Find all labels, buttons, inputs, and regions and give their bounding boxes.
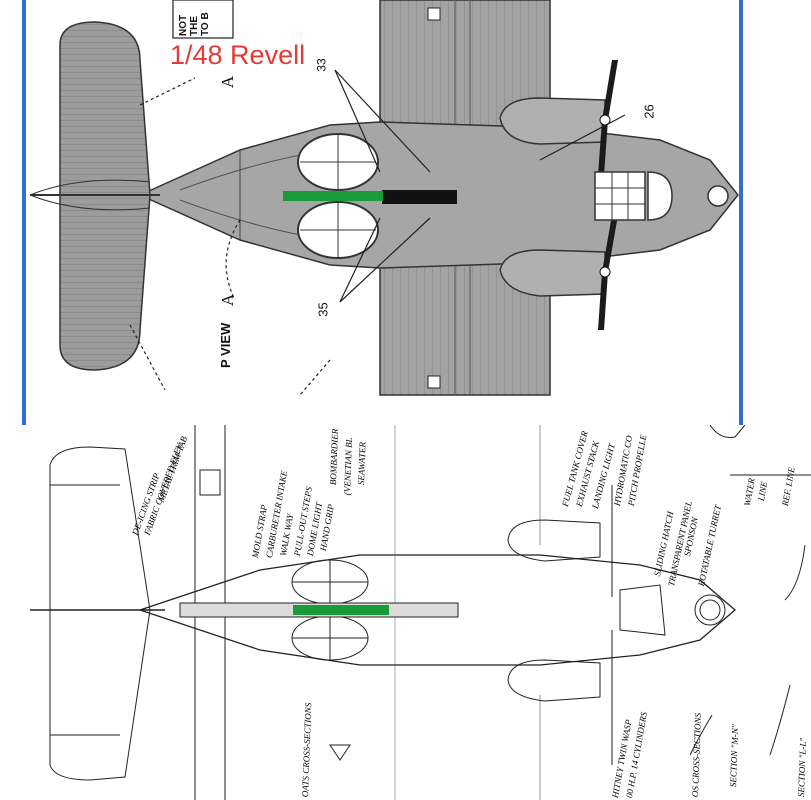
note-box xyxy=(172,0,234,39)
note-line-3: TO B xyxy=(200,12,211,36)
scale-label: 1/48 Revell xyxy=(170,40,306,70)
black-strap xyxy=(382,190,457,204)
label-venetian-bl: (VENETIAN BL xyxy=(342,437,355,496)
cockpit-glazing xyxy=(594,171,729,221)
label-line: LINE xyxy=(756,480,770,502)
label-oats-cross-sections: OATS CROSS-SECTIONS xyxy=(300,702,314,798)
blue-border-right xyxy=(739,0,743,425)
label-os-cross-sections: OS CROSS-SECTIONS xyxy=(690,712,703,798)
waist-blisters xyxy=(297,133,379,259)
propellers xyxy=(598,60,618,330)
top-diagram-panel: 8 8 xyxy=(22,0,743,425)
bottom-diagram-svg xyxy=(30,425,811,800)
view-label: P VIEW xyxy=(218,322,233,368)
engine-nacelles xyxy=(499,97,606,297)
note-box-text: NOT THE TO B xyxy=(178,0,214,36)
label-bombardier: BOMBARDIER xyxy=(328,428,340,486)
label-water: WATER xyxy=(742,477,757,507)
callout-lines xyxy=(129,69,626,396)
blue-border-left xyxy=(22,0,26,425)
label-section-mn: SECTION "M-N" xyxy=(728,724,741,788)
section-marker-a-bottom: A xyxy=(218,293,238,307)
green-marker-bottom xyxy=(293,605,389,615)
label-ref-line: REF. LINE xyxy=(780,466,797,507)
section-marker-a-top: A xyxy=(218,75,238,89)
horizontal-tail xyxy=(29,21,160,371)
label-metal-trim-tab: METAL TRIM-TAB xyxy=(156,434,190,504)
bottom-diagram-panel: DE-ICING STRIP FABRIC COVERED ELEV. META… xyxy=(0,425,811,800)
callout-35: 35 xyxy=(315,302,331,317)
bottom-labels: DE-ICING STRIP FABRIC COVERED ELEV. META… xyxy=(0,425,811,800)
label-seawater: SEAWATER xyxy=(356,441,368,486)
note-line-2: THE xyxy=(189,16,200,36)
callout-26: 26 xyxy=(641,104,657,119)
note-line-1: NOT xyxy=(178,14,189,36)
label-section-ll: SECTION "L-L" xyxy=(796,737,809,798)
green-marker-top xyxy=(283,191,383,201)
label-rotatable-turret: ROTATABLE TURRET xyxy=(696,504,723,588)
top-diagram-svg: 8 8 xyxy=(29,0,739,396)
callout-33: 33 xyxy=(314,58,329,72)
